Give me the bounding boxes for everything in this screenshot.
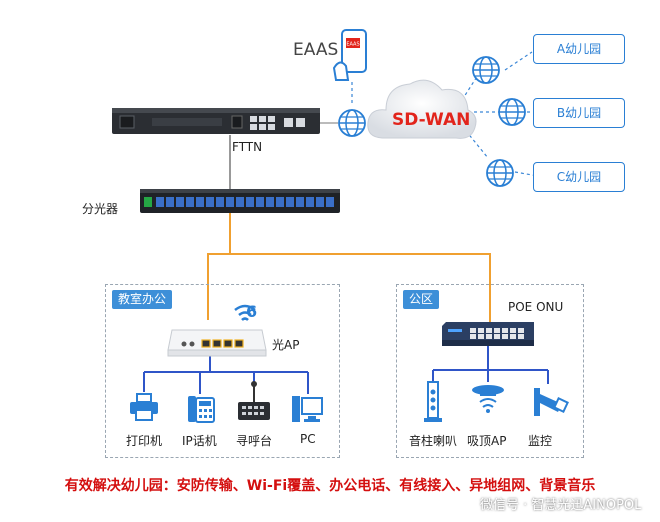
printer-icon <box>130 393 158 421</box>
ap-label: 光AP <box>272 338 300 352</box>
printer-label: 打印机 <box>126 434 163 448</box>
optical-ap-device <box>167 329 267 357</box>
column-speaker-icon <box>424 381 442 422</box>
wifi6-icon <box>234 304 256 321</box>
fttn-device <box>112 108 320 134</box>
fiber-trunk <box>207 210 491 324</box>
sd-wan-cloud <box>367 79 477 139</box>
surveillance-camera-icon <box>534 388 569 416</box>
public-region <box>396 284 584 458</box>
public-title: 公区 <box>403 290 440 309</box>
site-a-box: A幼儿园 <box>533 34 625 64</box>
footer-summary: 有效解决幼儿园：安防传输、Wi-Fi覆盖、办公电话、有线接入、异地组网、背景音乐 <box>64 478 596 494</box>
office-lan <box>143 356 309 394</box>
onu-label: POE ONU <box>508 300 564 314</box>
ip-phone-label: IP话机 <box>182 434 217 448</box>
office-title: 教室办公 <box>112 290 173 309</box>
eaas-label: EAAS <box>293 40 339 60</box>
globe-icon <box>338 109 366 137</box>
poe-onu-device <box>442 322 534 346</box>
pc-icon <box>292 396 323 422</box>
splitter-label: 分光器 <box>82 202 119 216</box>
eaas-screen-text: EAAS <box>346 42 359 48</box>
office-region <box>105 284 340 458</box>
site-c-box: C幼儿园 <box>533 162 625 192</box>
site-b-box: B幼儿园 <box>533 98 625 128</box>
ip-phone-icon <box>188 396 215 423</box>
pc-label: PC <box>300 432 316 446</box>
surveillance-label: 监控 <box>528 434 553 448</box>
wifi6-badge: 6 <box>246 302 258 321</box>
ceiling-ap-icon <box>472 385 504 413</box>
column-speaker-label: 音柱喇叭 <box>409 434 458 448</box>
phone-icon: EAAS <box>332 29 367 81</box>
ceiling-ap-label: 吸顶AP <box>467 434 507 448</box>
fttn-label: FTTN <box>232 140 263 154</box>
public-lan <box>432 346 549 384</box>
paging-console-label: 寻呼台 <box>236 434 273 448</box>
watermark: 微信号 · 智慧光迅AINOPOL <box>480 498 642 513</box>
cloud-label: SD-WAN <box>392 110 471 130</box>
splitter-device <box>140 189 340 213</box>
paging-console-icon <box>238 381 270 420</box>
globe-icon <box>472 56 500 84</box>
globe-icon <box>498 98 526 126</box>
globe-icon <box>486 159 514 187</box>
